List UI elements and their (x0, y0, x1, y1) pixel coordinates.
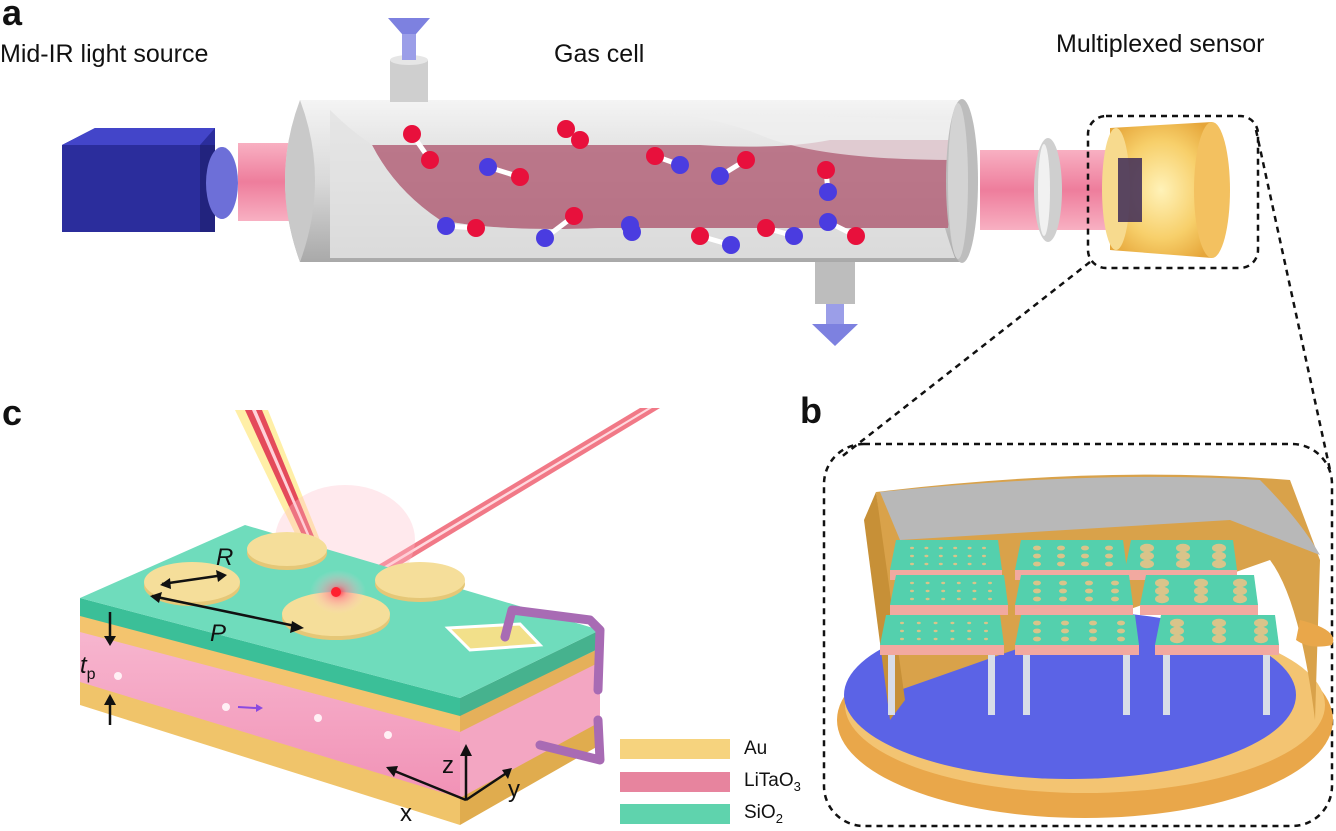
gas-cell-tube (285, 99, 978, 263)
panel-label-a: a (2, 0, 23, 33)
zoom-line-right (1254, 129, 1332, 471)
legend-label: SiO2 (744, 802, 783, 826)
molecule (757, 219, 803, 245)
thickness-symbol: tp (80, 652, 96, 683)
molecule (557, 120, 589, 149)
sensor-device (1102, 122, 1230, 258)
panel-b-frame (822, 442, 1334, 828)
molecule (819, 213, 865, 245)
legend-swatch (620, 803, 730, 824)
legend-item-au: Au (620, 738, 767, 760)
gas-outlet (812, 262, 858, 346)
light-source-box (62, 128, 238, 232)
legend-item-litao3: LiTaO3 (620, 770, 801, 794)
molecule (437, 217, 485, 237)
legend-label: LiTaO3 (744, 770, 801, 794)
sensor-label: Multiplexed sensor (1056, 30, 1265, 58)
sensor-chip (1015, 540, 1127, 580)
legend-swatch (620, 739, 730, 759)
metasurface-device (80, 408, 660, 825)
radius-symbol: R (216, 544, 234, 571)
gas-inlet (388, 18, 430, 102)
molecule (711, 151, 755, 185)
sensor-chip (1015, 615, 1139, 715)
sensor-highlight-box (1086, 114, 1260, 270)
sensor-closeup (837, 474, 1334, 818)
legend-label: Au (744, 738, 768, 759)
period-symbol: P (210, 620, 227, 647)
molecule (646, 147, 689, 174)
legend-item-sio2: SiO2 (620, 802, 783, 826)
sensor-chip (880, 615, 1004, 715)
molecule (817, 161, 837, 201)
sensor-chip (1140, 575, 1258, 615)
sensor-chip (890, 540, 1002, 580)
legend-swatch (620, 771, 730, 792)
panel-label-b: b (800, 390, 822, 431)
molecule (621, 216, 641, 241)
z-axis-label: z (442, 752, 454, 779)
panel-label-c: c (2, 392, 23, 433)
molecule (479, 158, 529, 186)
sensor-chip (890, 575, 1008, 615)
gas-cell-label: Gas cell (554, 40, 645, 68)
y-axis-label: y (508, 776, 520, 803)
light-source-label: Mid-IR light source (0, 40, 209, 68)
gas-molecules (403, 120, 865, 254)
sensor-chip (1015, 575, 1133, 615)
sensor-chip (1125, 540, 1237, 580)
zoom-line-left (839, 261, 1091, 459)
molecule (536, 207, 583, 247)
x-axis-label: x (400, 800, 412, 827)
molecule (403, 125, 439, 169)
molecule (691, 227, 740, 254)
sensor-chip (1155, 615, 1279, 715)
